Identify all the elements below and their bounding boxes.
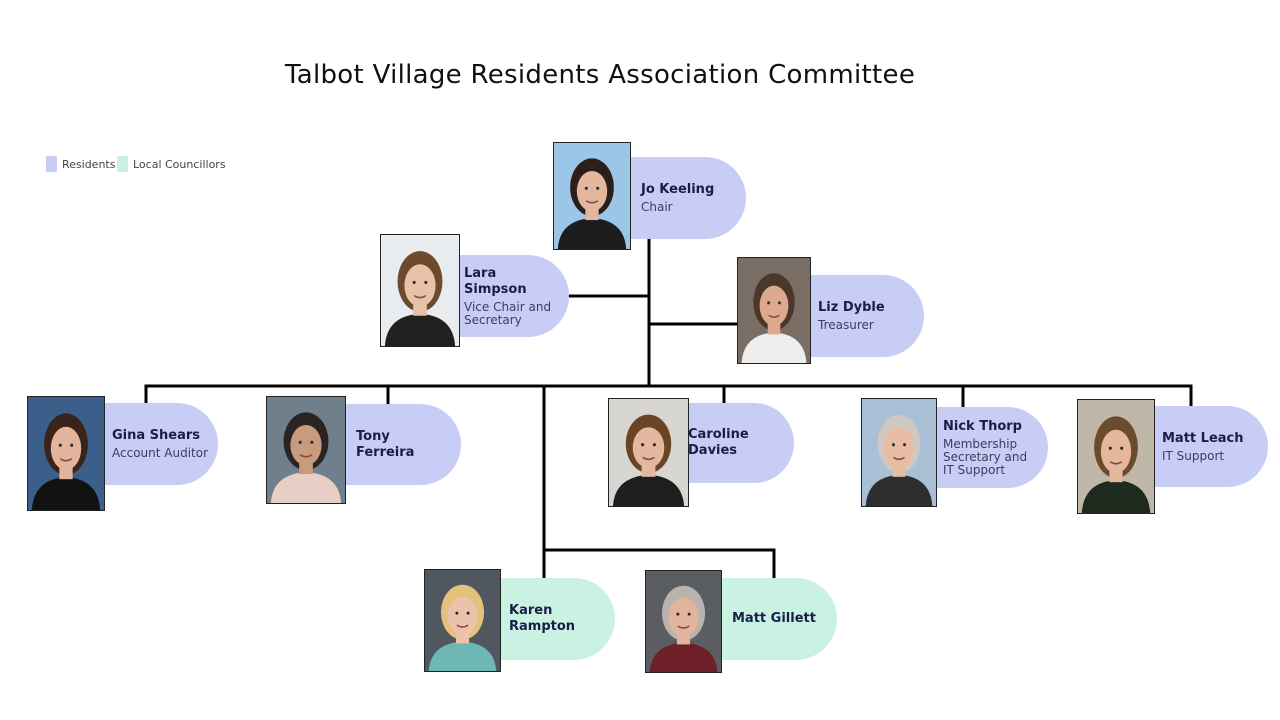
- legend-swatch-councillors: [117, 156, 128, 172]
- legend-label-residents: Residents: [62, 157, 116, 171]
- legend-item-residents: Residents: [46, 156, 115, 172]
- member-photo: [1077, 399, 1155, 514]
- member-photo: [380, 234, 460, 347]
- member-photo: [645, 570, 722, 673]
- member-card: Matt Leach IT Support: [1154, 406, 1268, 487]
- member-card: Matt Gillett: [721, 578, 837, 660]
- portrait-icon: [738, 258, 810, 363]
- member-photo: [608, 398, 689, 507]
- member-name: Tony Ferreira: [356, 428, 415, 460]
- member-card: Tony Ferreira: [345, 404, 461, 485]
- member-role: Chair: [641, 200, 673, 214]
- member-photo: [737, 257, 811, 364]
- portrait-icon: [862, 399, 936, 506]
- member-photo: [553, 142, 631, 250]
- member-photo: [27, 396, 105, 511]
- legend-swatch-residents: [46, 156, 57, 172]
- portrait-icon: [425, 570, 500, 671]
- member-role: Membership Secretary and IT Support: [943, 436, 1028, 477]
- member-name: Liz Dyble: [818, 300, 885, 315]
- member-name: Gina Shears: [112, 428, 201, 443]
- member-name: Karen Rampton: [509, 603, 576, 634]
- member-photo: [861, 398, 937, 507]
- member-photo: [266, 396, 346, 504]
- portrait-icon: [267, 397, 345, 503]
- portrait-icon: [28, 397, 104, 510]
- portrait-icon: [646, 571, 721, 672]
- member-role: IT Support: [1162, 448, 1225, 463]
- member-photo: [424, 569, 501, 672]
- member-card: Karen Rampton: [500, 578, 615, 660]
- page-title: Talbot Village Residents Association Com…: [284, 60, 916, 90]
- member-name: Matt Leach: [1162, 430, 1244, 446]
- legend-label-councillors: Local Councillors: [133, 157, 226, 171]
- member-role: Account Auditor: [112, 446, 209, 460]
- portrait-icon: [554, 143, 630, 249]
- member-role: Treasurer: [818, 318, 874, 332]
- member-name: Caroline Davies: [688, 427, 749, 458]
- member-name: Lara Simpson: [464, 265, 527, 297]
- member-name: Matt Gillett: [732, 611, 816, 626]
- member-name: Jo Keeling: [641, 182, 715, 197]
- portrait-icon: [609, 399, 688, 506]
- member-role: Vice Chair and Secretary: [464, 299, 552, 327]
- portrait-icon: [1078, 400, 1154, 513]
- member-card: Caroline Davies: [688, 403, 794, 483]
- member-name: Nick Thorp: [943, 418, 1022, 434]
- legend-item-councillors: Local Councillors: [117, 156, 226, 172]
- portrait-icon: [381, 235, 459, 346]
